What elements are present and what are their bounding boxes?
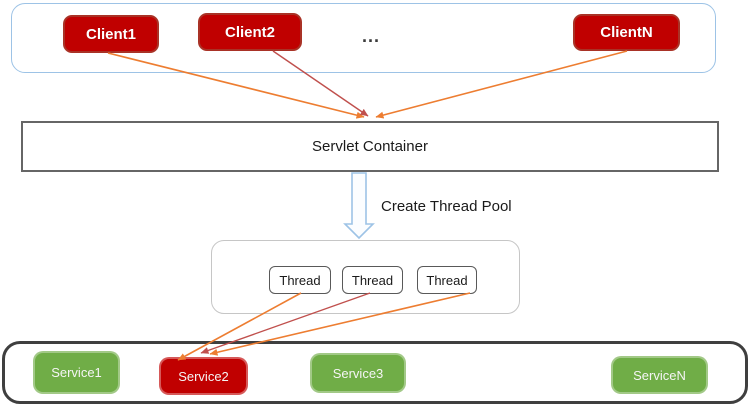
clients-ellipsis: ... [362,26,381,46]
thread-1-label: Thread [279,272,321,288]
node-thread-2: Thread [342,266,403,294]
node-clientN: ClientN [573,14,680,51]
node-service2: Service2 [159,357,248,395]
node-thread-3: Thread [417,266,477,294]
node-client1: Client1 [63,15,159,53]
servlet-container-label: Servlet Container [312,138,428,155]
node-client2-label: Client2 [224,23,275,41]
create-thread-pool-label: Create Thread Pool [381,198,512,215]
node-service3: Service3 [310,353,406,393]
node-serviceN: ServiceN [611,356,708,394]
thread-3-label: Thread [426,272,468,288]
node-clientN-label: ClientN [600,24,653,41]
service1-label: Service1 [51,365,102,380]
serviceN-label: ServiceN [633,367,686,383]
node-service1: Service1 [33,351,120,394]
node-servlet-container: Servlet Container [21,121,719,172]
node-client1-label: Client1 [85,25,136,43]
node-client2: Client2 [198,13,302,51]
service3-label: Service3 [332,365,384,381]
node-thread-1: Thread [269,266,331,294]
thread-2-label: Thread [351,272,394,288]
block-arrow-create-thread-pool [343,172,375,240]
service2-label: Service2 [178,368,229,384]
